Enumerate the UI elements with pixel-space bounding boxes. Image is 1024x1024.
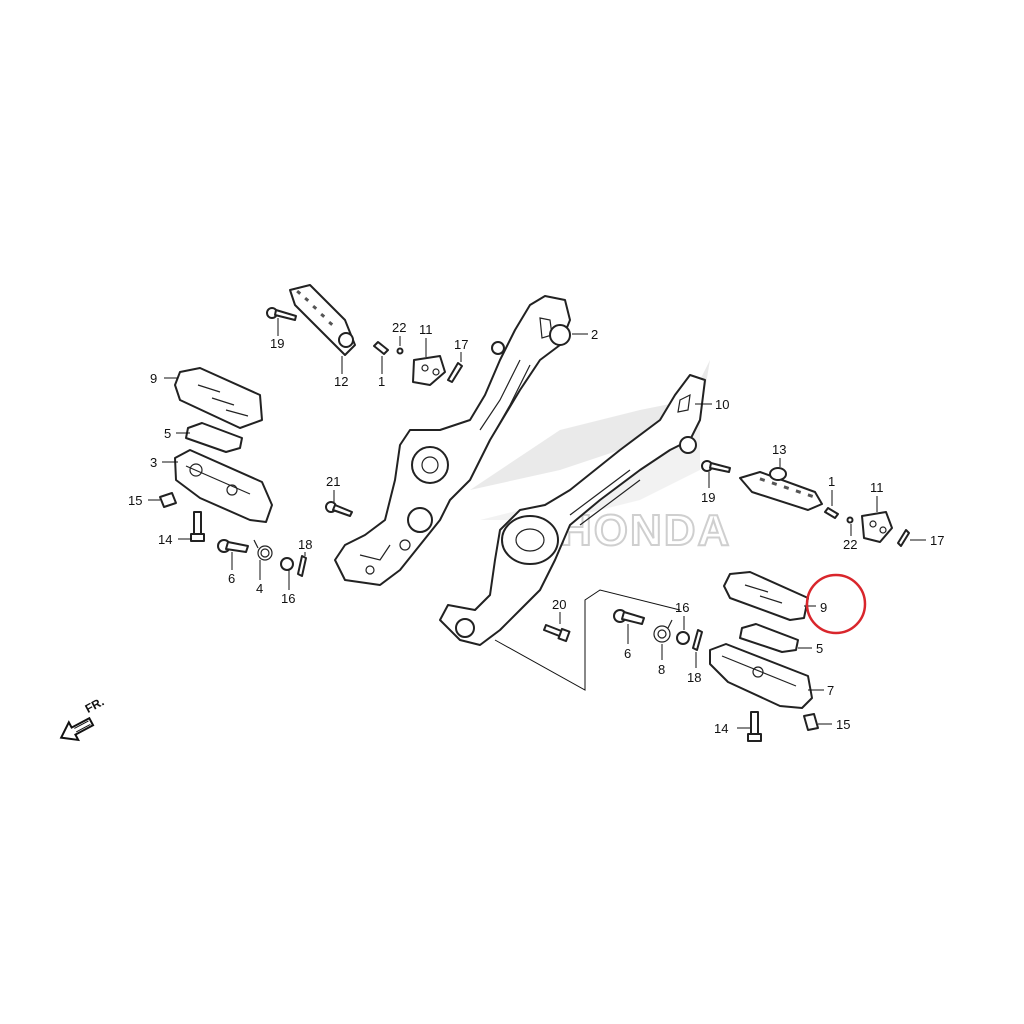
plate-upper-left	[412, 355, 446, 386]
highlight-circle	[805, 573, 867, 635]
callout-6-left: 6	[228, 571, 235, 586]
callout-22-right: 22	[843, 537, 857, 552]
pin-right	[701, 460, 731, 473]
callout-22-upper: 22	[392, 320, 406, 335]
callout-9-left: 9	[150, 371, 157, 386]
callout-8: 8	[658, 662, 665, 677]
step-bar-upper-left	[289, 284, 356, 356]
bolt-left-14	[190, 511, 205, 542]
step-bar-right	[739, 467, 823, 511]
callout-20: 20	[552, 597, 566, 612]
callout-5-left: 5	[164, 426, 171, 441]
callout-15-right: 15	[836, 717, 850, 732]
callout-18-left: 18	[298, 537, 312, 552]
plate-right-5	[739, 623, 799, 653]
callout-11-right: 11	[870, 480, 884, 495]
callout-16-right: 16	[675, 600, 689, 615]
spring-right	[824, 507, 839, 519]
plate-right	[861, 511, 893, 543]
spring-left-4	[253, 539, 273, 561]
bolt-right-15	[803, 713, 819, 731]
callout-17-upper: 17	[454, 337, 468, 352]
pin-upper-left	[266, 307, 297, 321]
step-left-3	[174, 449, 273, 523]
callout-4: 4	[256, 581, 263, 596]
split-pin-right	[897, 529, 910, 547]
callout-11-upper: 11	[419, 322, 433, 337]
callout-15-left: 15	[128, 493, 142, 508]
callout-6-right: 6	[624, 646, 631, 661]
callout-18-right: 18	[687, 670, 701, 685]
callout-12: 12	[334, 374, 348, 389]
split-pin-right-18	[692, 629, 703, 651]
front-direction-label: FR.	[83, 695, 107, 716]
bolt-left-15	[159, 492, 177, 508]
front-direction-arrow: FR.	[59, 695, 107, 742]
callout-14-left: 14	[158, 532, 172, 547]
callout-numbers: 2 10 22 11 17 19 12 1 9 5 3 15 14 6 4 16…	[128, 320, 944, 736]
step-rubber-right	[723, 571, 809, 621]
washer-right-16	[676, 631, 690, 645]
left-step-holder	[334, 295, 571, 586]
callout-10: 10	[715, 397, 729, 412]
washer-right	[846, 516, 854, 524]
callout-17-right: 17	[930, 533, 944, 548]
pin-left-6	[217, 539, 249, 553]
bolt-20	[543, 624, 571, 643]
callout-5-right: 5	[816, 641, 823, 656]
bolt-right-14	[747, 711, 762, 742]
split-pin-upper-left	[447, 362, 463, 383]
callout-21: 21	[326, 474, 340, 489]
pin-right-6	[613, 609, 645, 625]
callout-1-right: 1	[828, 474, 835, 489]
spring-upper-left	[373, 341, 389, 355]
right-step-holder	[439, 374, 706, 646]
honda-watermark-text: HONDA	[560, 506, 731, 555]
callout-2: 2	[591, 327, 598, 342]
callout-7: 7	[827, 683, 834, 698]
callout-14-right: 14	[714, 721, 728, 736]
callout-13: 13	[772, 442, 786, 457]
spring-right-8	[653, 619, 673, 643]
callout-19-right: 19	[701, 490, 715, 505]
step-rubber-left	[174, 367, 263, 429]
washer-left-16	[280, 557, 294, 571]
bolt-21	[325, 501, 353, 517]
leader-lines	[148, 318, 926, 729]
group-bracket	[494, 589, 681, 691]
split-pin-left-18	[297, 555, 307, 577]
washer-upper-left	[396, 347, 404, 355]
callout-1-upper: 1	[378, 374, 385, 389]
callout-3: 3	[150, 455, 157, 470]
callout-9-right: 9	[820, 600, 827, 615]
callout-19-upper: 19	[270, 336, 284, 351]
honda-wing-watermark: HONDA	[470, 360, 731, 556]
plate-left-5	[185, 422, 243, 453]
callout-16-left: 16	[281, 591, 295, 606]
